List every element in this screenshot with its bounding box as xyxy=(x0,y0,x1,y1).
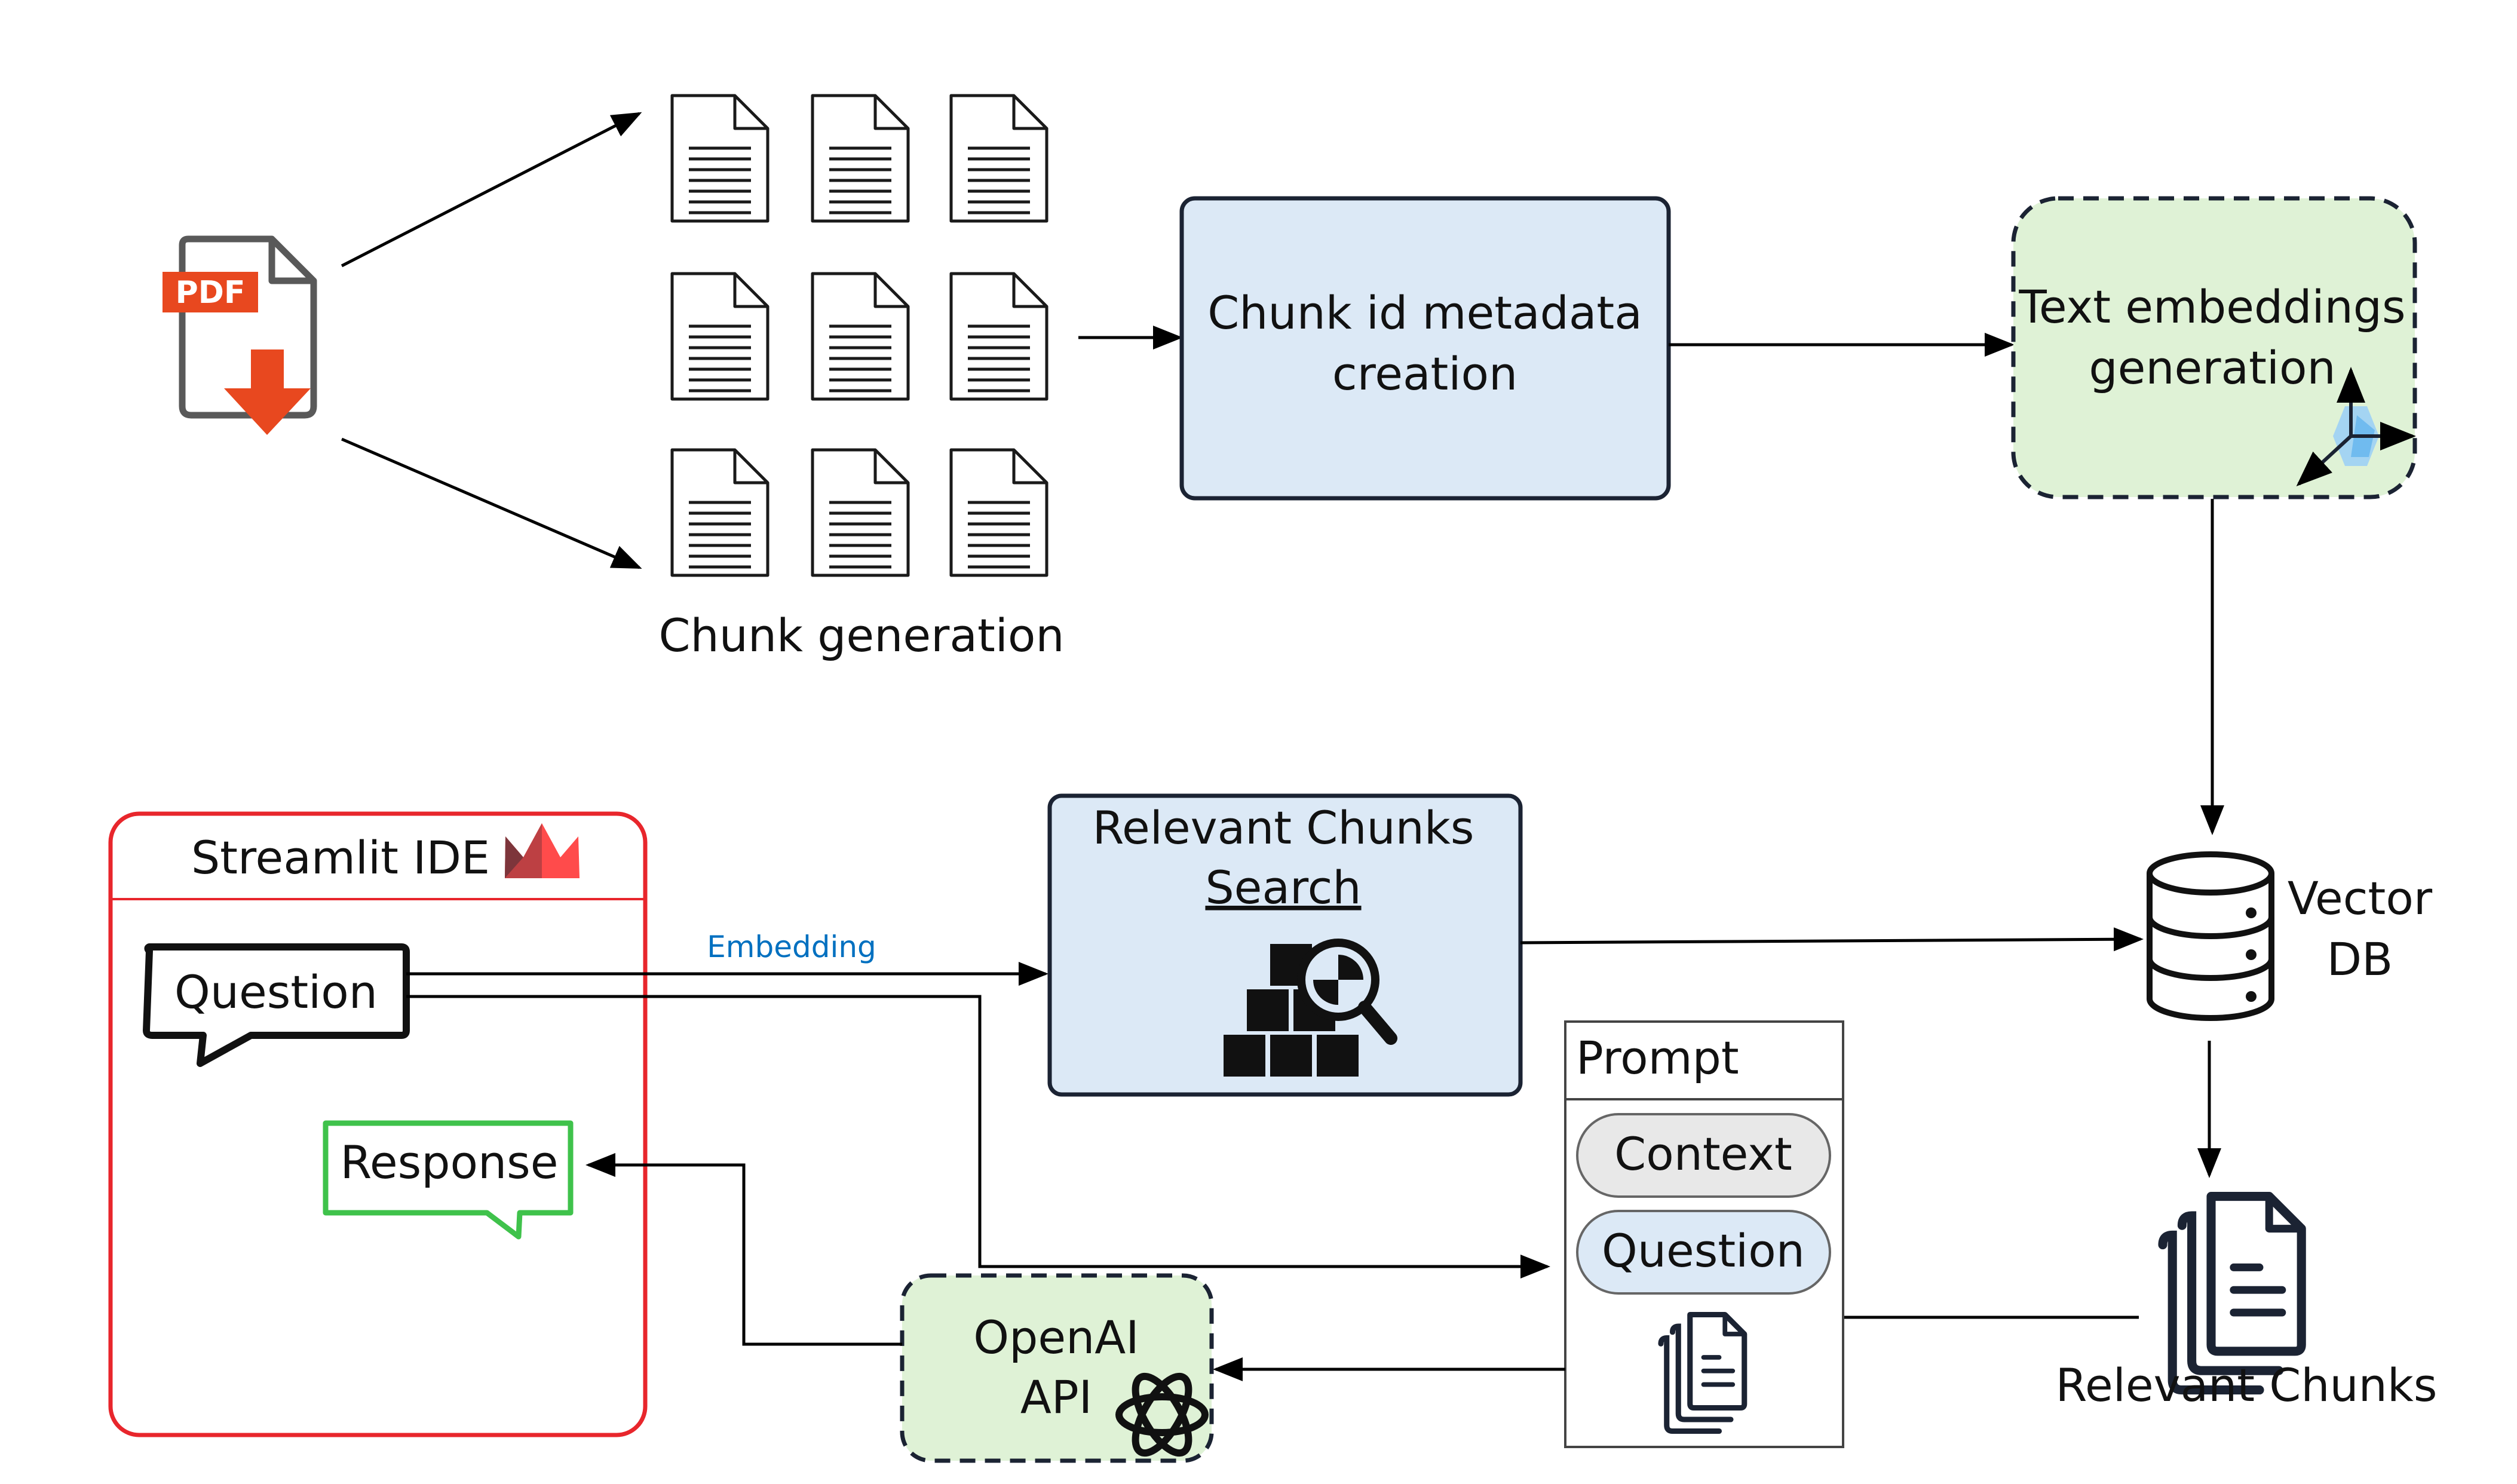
prompt-title: Prompt xyxy=(1576,1031,1739,1084)
document-icon xyxy=(672,96,768,221)
openai-logo-icon xyxy=(1115,1372,1209,1457)
relevant-chunks-label: Relevant Chunks xyxy=(2056,1359,2438,1412)
vector-db-label-line2: DB xyxy=(2327,933,2393,986)
response-bubble-label: Response xyxy=(340,1136,558,1189)
streamlit-title: Streamlit IDE xyxy=(191,831,490,884)
boxes-magnifier-icon xyxy=(1224,939,1397,1077)
response-bubble: Response xyxy=(323,1120,574,1240)
text-embeddings-box xyxy=(2011,196,2417,499)
arrow-question-to-prompt xyxy=(406,995,1550,1278)
openai-label-line1: OpenAI xyxy=(973,1311,1139,1364)
vector-db-label-line1: Vector xyxy=(2288,872,2433,925)
question-bubble: Question xyxy=(143,943,410,1067)
document-icon xyxy=(672,450,768,575)
search-label-line2: Search xyxy=(1205,861,1361,914)
pdf-badge-text: PDF xyxy=(176,275,246,311)
database-icon xyxy=(2147,851,2274,1021)
arrow-openai-to-response xyxy=(585,1153,902,1346)
document-icon xyxy=(813,274,908,399)
chunk-document-grid xyxy=(672,96,1047,575)
document-icon xyxy=(813,450,908,575)
prompt-context-pill xyxy=(1576,1113,1831,1198)
search-label-line1: Relevant Chunks xyxy=(1093,801,1474,854)
document-icon xyxy=(672,274,768,399)
pdf-download-icon: PDF xyxy=(163,235,317,435)
arrow-search-to-vector-db xyxy=(1520,927,2144,952)
document-icon xyxy=(951,450,1047,575)
document-icon xyxy=(951,274,1047,399)
document-icon xyxy=(951,96,1047,221)
vector-axes-icon xyxy=(2296,367,2416,487)
chunk-metadata-label-line2: creation xyxy=(1332,347,1517,400)
text-embeddings-label-line1: Text embeddings xyxy=(2018,280,2405,333)
pdf-badge xyxy=(163,272,258,312)
chunk-generation-label: Chunk generation xyxy=(658,609,1064,662)
streamlit-logo-icon xyxy=(505,823,580,878)
prompt-question-label: Question xyxy=(1602,1224,1805,1277)
text-embeddings-label-line2: generation xyxy=(2089,341,2335,394)
embedding-edge-label: Embedding xyxy=(707,930,876,964)
document-icon xyxy=(813,96,908,221)
openai-api-box xyxy=(900,1273,1214,1463)
arrow-pdf-to-chunks-top xyxy=(341,112,642,268)
chunk-metadata-box xyxy=(1179,196,1671,501)
question-bubble-label: Question xyxy=(174,965,378,1019)
chunk-metadata-label-line1: Chunk id metadata xyxy=(1207,286,1642,339)
openai-label-line2: API xyxy=(1020,1370,1092,1424)
prompt-context-label: Context xyxy=(1614,1127,1792,1181)
arrow-pdf-to-chunks-bottom xyxy=(341,437,642,569)
prompt-question-pill xyxy=(1576,1210,1831,1295)
